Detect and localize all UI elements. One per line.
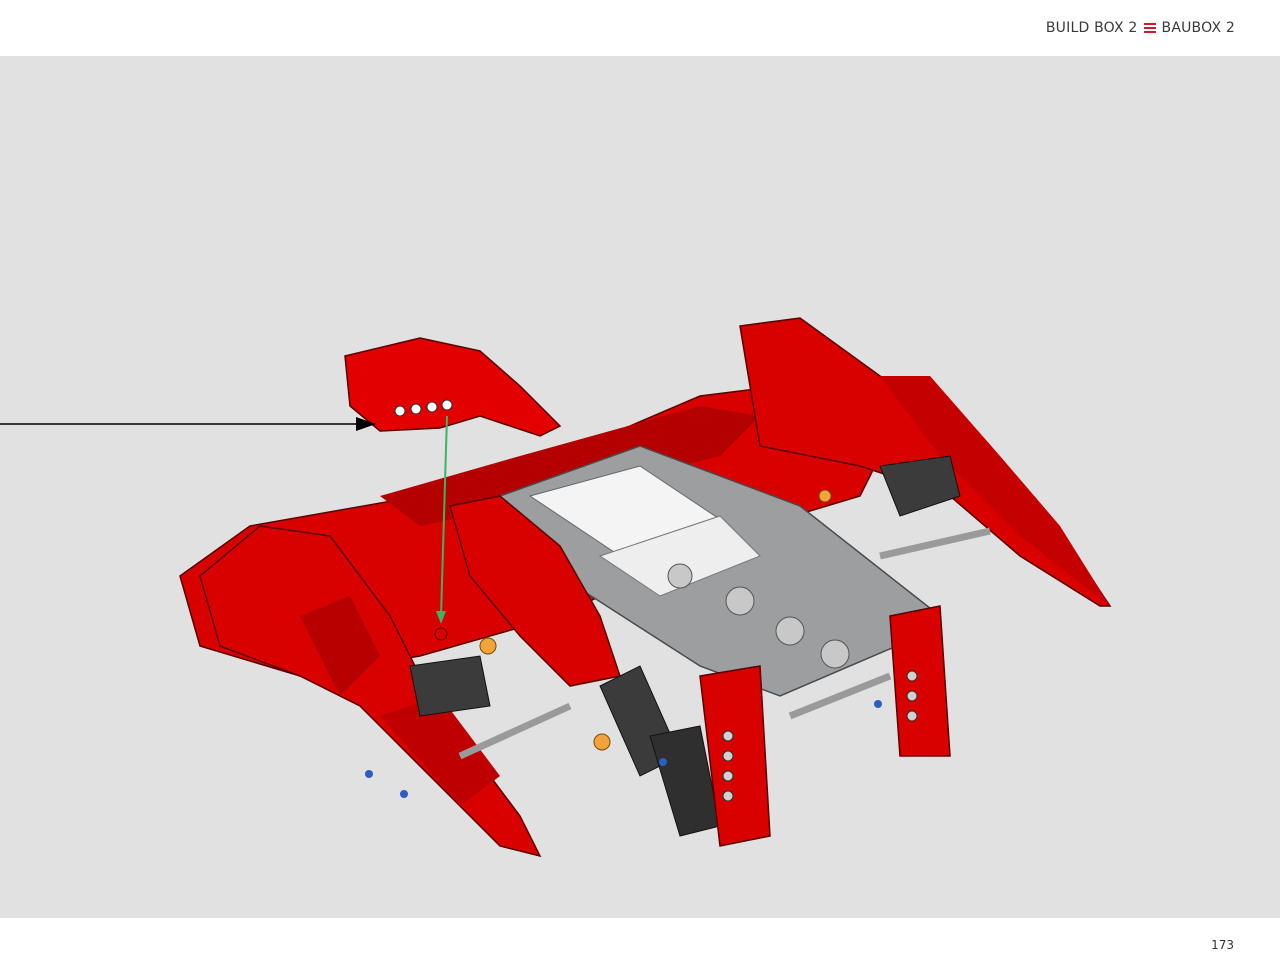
page-number: 173 xyxy=(1211,938,1234,952)
build-step-illustration xyxy=(0,56,1280,918)
model-assembly-drawing xyxy=(0,317,1112,858)
page-header: BUILD BOX 2 BAUBOX 2 xyxy=(0,0,1280,56)
right-legs xyxy=(699,605,951,847)
gray-center-frame xyxy=(498,445,942,697)
axles xyxy=(458,527,991,760)
page-footer: 173 xyxy=(0,918,1280,974)
blue-pins xyxy=(365,700,882,798)
flag-icon xyxy=(1143,23,1156,33)
guide-arrow xyxy=(0,417,376,431)
new-part-highlight xyxy=(344,337,562,437)
title-english: BUILD BOX 2 xyxy=(1045,20,1138,36)
insertion-line xyxy=(434,415,448,641)
dark-beams xyxy=(409,455,961,837)
left-fender xyxy=(199,525,542,858)
axle-bushings xyxy=(667,563,850,669)
title-german: BAUBOX 2 xyxy=(1161,20,1235,36)
build-box-title: BUILD BOX 2 BAUBOX 2 xyxy=(1046,20,1235,36)
orange-connectors xyxy=(479,489,832,751)
